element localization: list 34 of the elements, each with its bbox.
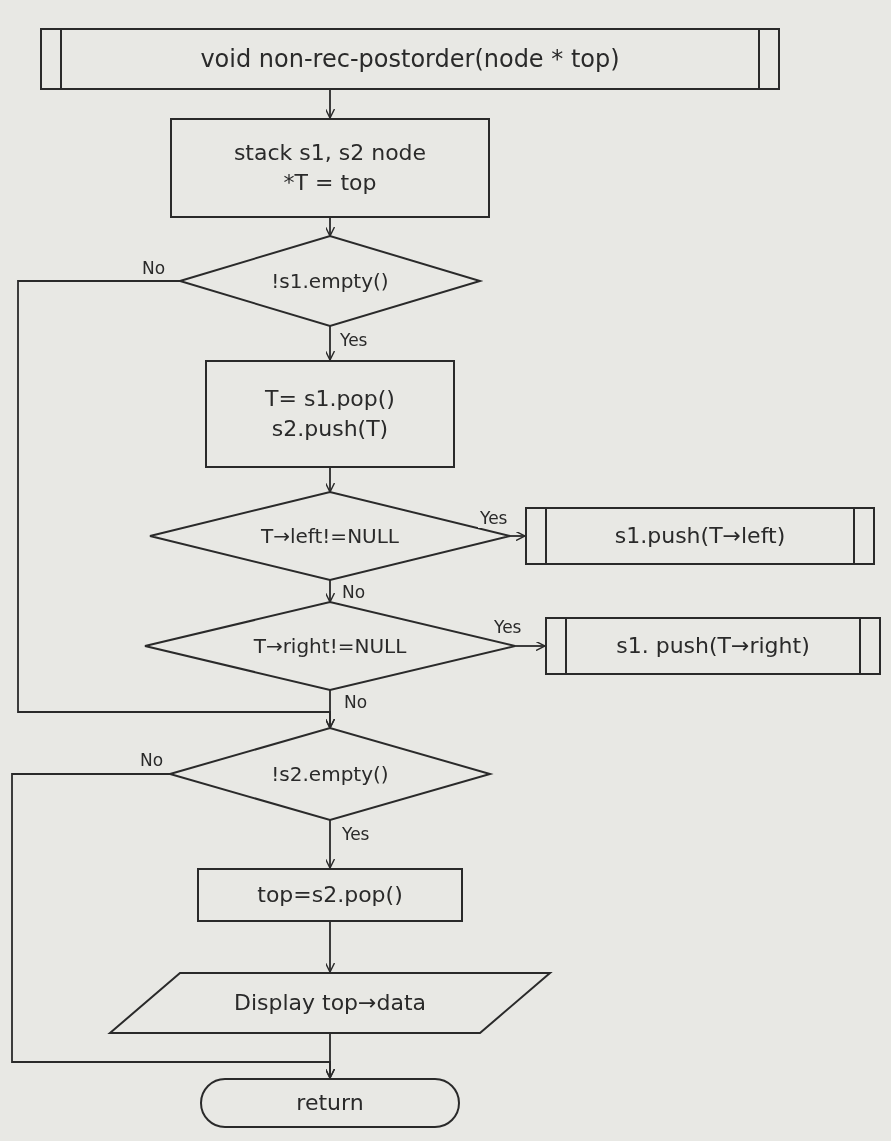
node-text: !s1.empty() <box>271 267 389 295</box>
decision-diamond <box>150 492 510 580</box>
terminator-box <box>200 1078 460 1128</box>
input-output-parallelogram <box>110 972 550 1034</box>
process-box <box>205 360 455 468</box>
process-box <box>197 868 463 922</box>
node-text: void non-rec-postorder(node * top) <box>200 43 620 75</box>
decision-diamond <box>180 236 480 326</box>
edge-label: Yes <box>478 508 510 528</box>
node-text: T→left!=NULL <box>261 522 399 550</box>
arrow <box>324 325 336 361</box>
node-text: s1. push(T→right) <box>616 632 810 661</box>
arrow <box>324 689 336 729</box>
node-text: T= s1.pop() s2.push(T) <box>264 385 396 443</box>
node-text: T→right!=NULL <box>253 632 407 660</box>
arrow <box>324 579 336 603</box>
node-text: return <box>296 1089 364 1118</box>
node-text: s1.push(T→left) <box>614 522 786 551</box>
arrow <box>509 530 526 542</box>
arrow <box>324 819 336 869</box>
arrow <box>324 89 336 119</box>
arrow <box>324 467 336 493</box>
subroutine-box <box>545 617 881 675</box>
subroutine-box <box>525 507 875 565</box>
process-box <box>170 118 490 218</box>
arrow <box>514 640 546 652</box>
node-text: !s2.empty() <box>271 760 389 788</box>
node-text: stack s1, s2 node *T = top <box>232 139 428 197</box>
subroutine-box <box>40 28 780 90</box>
node-text: Display top→data <box>233 989 427 1018</box>
node-text: top=s2.pop() <box>257 881 403 910</box>
arrow <box>324 217 336 237</box>
arrow <box>324 1033 336 1079</box>
arrow <box>324 921 336 973</box>
